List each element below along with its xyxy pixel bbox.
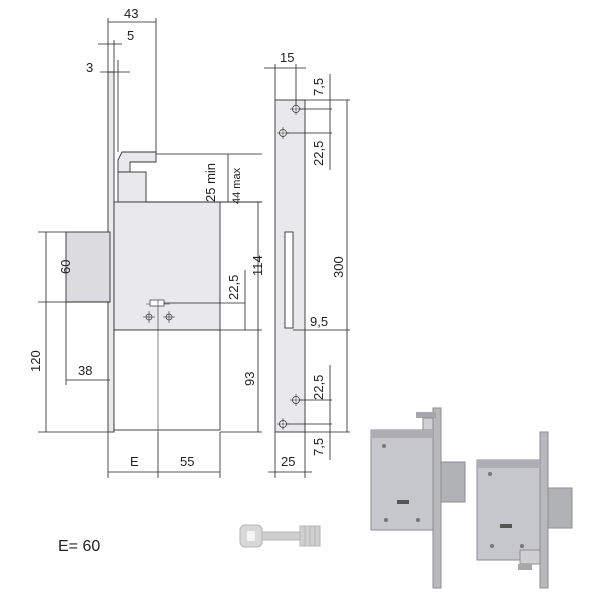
dim-120: 120 [28, 350, 43, 372]
dead-bolt [65, 231, 111, 303]
dim-25-min: 25 min [203, 163, 218, 202]
latch-bolt [117, 151, 157, 173]
lock-case [113, 201, 221, 331]
dim-114: 114 [250, 255, 265, 276]
dim-44-max: 44 max [231, 167, 243, 204]
keyhole-icon [143, 299, 175, 323]
bolt-slot [284, 231, 294, 329]
screw-hole-icon [277, 127, 289, 139]
dim-E: E [130, 454, 139, 469]
dim-3: 3 [86, 60, 93, 75]
latch-housing [117, 171, 147, 203]
side-dimensions: 43 5 3 25 min 44 max 60 120 38 22,5 [28, 6, 265, 478]
dim-22-5-bottom: 22,5 [311, 375, 326, 400]
lock-photo-left [370, 407, 466, 589]
dim-60: 60 [58, 260, 73, 274]
dim-7-5-top: 7,5 [311, 78, 326, 96]
lock-side-view [65, 71, 221, 433]
lock-photo-right [476, 431, 573, 589]
e-value-note: E= 60 [58, 538, 101, 555]
dim-7-5-bottom: 7,5 [311, 438, 326, 456]
lock-case-lower [113, 329, 221, 431]
dim-22-5-top: 22,5 [311, 141, 326, 166]
dim-43: 43 [124, 6, 138, 21]
dim-15: 15 [280, 50, 294, 65]
key-icon [239, 524, 321, 548]
dim-55: 55 [180, 454, 194, 469]
dim-5: 5 [127, 28, 134, 43]
dim-22-5-mid: 22,5 [226, 275, 241, 300]
faceplate-dimensions: 15 7,5 22,5 300 9,5 22,5 7,5 25 [264, 50, 350, 478]
dim-93: 93 [242, 372, 257, 386]
faceplate [274, 99, 306, 433]
dim-38: 38 [78, 363, 92, 378]
faceplate-front-view [274, 99, 306, 433]
dim-300: 300 [331, 256, 346, 278]
dim-25: 25 [281, 454, 295, 469]
dim-9-5: 9,5 [310, 314, 328, 329]
